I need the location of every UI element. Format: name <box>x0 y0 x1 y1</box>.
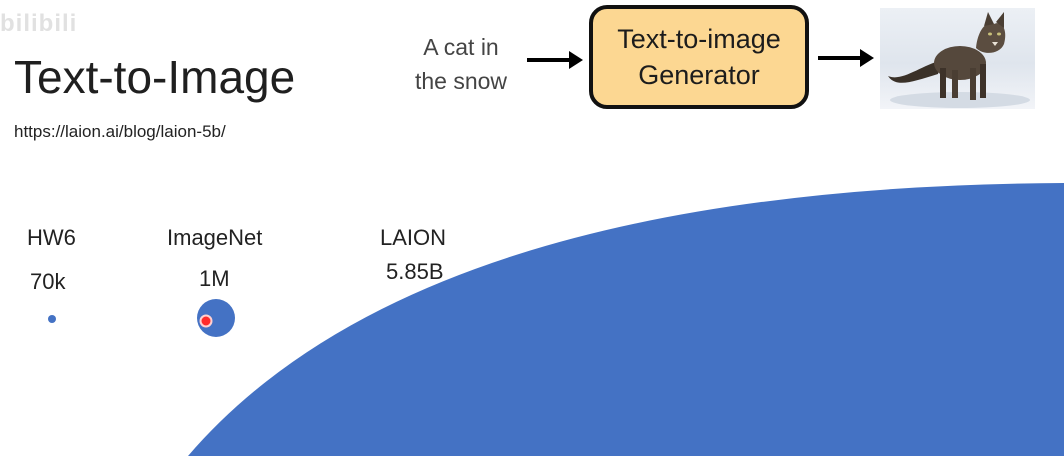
dataset-size-laion: 5.85B <box>386 259 444 284</box>
source-url: https://laion.ai/blog/laion-5b/ <box>14 122 226 141</box>
hw6-circle <box>48 315 56 323</box>
dataset-name-imagenet: ImageNet <box>167 225 263 250</box>
cat-illustration <box>888 12 1030 108</box>
dataset-size-hw6: 70k <box>30 269 66 294</box>
dataset-name-hw6: HW6 <box>27 225 76 250</box>
input-prompt: A cat in the snow <box>400 30 522 98</box>
arrow-to-output <box>818 49 874 67</box>
arrow-to-generator <box>527 51 583 69</box>
generator-label-line-2: Generator <box>638 60 760 90</box>
laser-pointer-dot <box>199 314 213 328</box>
dataset-name-laion: LAION <box>380 225 447 250</box>
dataset-size-imagenet: 1M <box>199 266 230 291</box>
bilibili-watermark: bilibili <box>0 10 78 37</box>
cat-in-snow-photo <box>880 8 1035 109</box>
slide-title: Text-to-Image <box>14 51 296 103</box>
prompt-line-1: A cat in <box>423 34 499 60</box>
laion-circle <box>188 183 1064 456</box>
prompt-line-2: the snow <box>414 68 508 94</box>
generator-box: Text-to-image Generator <box>589 5 809 109</box>
imagenet-circle <box>197 299 235 337</box>
generator-label-line-1: Text-to-image <box>617 24 781 54</box>
